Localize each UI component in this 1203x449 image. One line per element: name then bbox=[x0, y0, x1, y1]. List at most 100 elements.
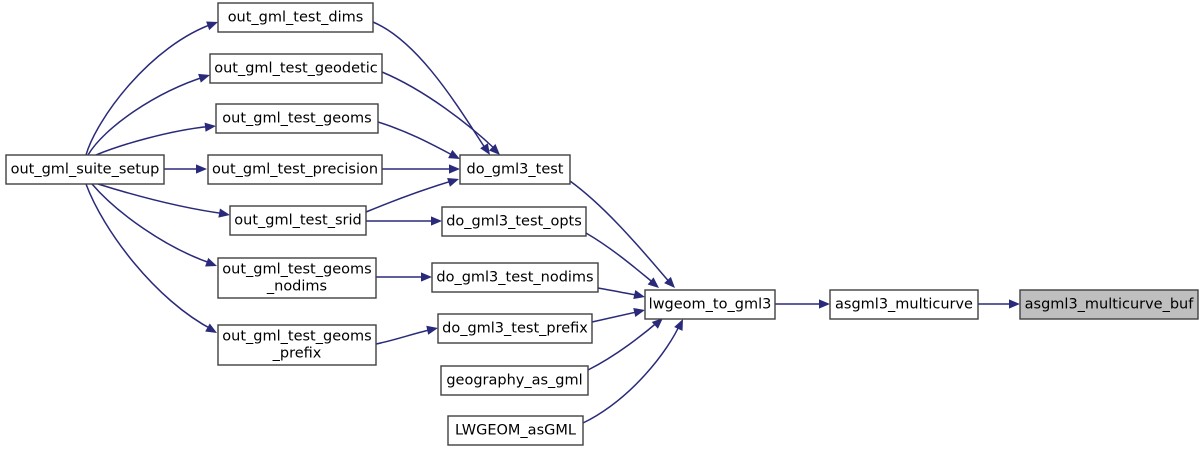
node-box[interactable] bbox=[440, 365, 589, 396]
node-label: lwgeom_to_gml3 bbox=[649, 297, 772, 313]
arrow-head-icon bbox=[421, 272, 432, 282]
node-label: out_gml_test_precision bbox=[212, 162, 378, 178]
graph-node-lwgeom_to_gml3[interactable]: lwgeom_to_gml3 bbox=[644, 289, 776, 320]
graph-node-out_gml_test_dims[interactable]: out_gml_test_dims bbox=[217, 2, 374, 33]
arrow-head-icon bbox=[205, 323, 217, 333]
node-label: asgml3_multicurve bbox=[835, 297, 973, 313]
arrow-head-icon bbox=[480, 143, 490, 155]
call-edge bbox=[381, 71, 500, 155]
graph-node-out_gml_test_geoms_prefix[interactable]: out_gml_test_geoms_prefix bbox=[217, 324, 377, 366]
graph-node-out_gml_suite_setup[interactable]: out_gml_suite_setup bbox=[5, 154, 165, 185]
graph-node-geography_as_gml[interactable]: geography_as_gml bbox=[440, 365, 589, 396]
node-box[interactable] bbox=[215, 103, 379, 134]
arrow-head-icon bbox=[488, 143, 500, 155]
edge-line bbox=[95, 125, 214, 156]
node-box[interactable] bbox=[217, 257, 377, 299]
arrow-head-icon bbox=[204, 122, 216, 132]
call-edge bbox=[382, 164, 460, 174]
graph-node-asgml3_multicurve_buf[interactable]: asgml3_multicurve_buf bbox=[1019, 289, 1199, 320]
graph-node-asgml3_multicurve[interactable]: asgml3_multicurve bbox=[829, 289, 979, 320]
graph-node-out_gml_test_geodetic[interactable]: out_gml_test_geodetic bbox=[209, 53, 383, 84]
arrow-head-icon bbox=[447, 178, 459, 187]
node-layer: out_gml_test_dims out_gml_test_geodeticou… bbox=[5, 2, 1199, 446]
edge-line bbox=[87, 75, 208, 156]
edge-line bbox=[372, 21, 488, 152]
call-edge bbox=[366, 216, 442, 226]
graph-node-do_gml3_test_nodims[interactable]: do_gml3_test_nodims bbox=[431, 262, 599, 293]
call-edge bbox=[85, 183, 217, 333]
node-box[interactable] bbox=[229, 205, 367, 236]
edge-line bbox=[377, 121, 457, 158]
node-label: out_gml_test_srid bbox=[234, 213, 361, 229]
call-edge bbox=[585, 232, 659, 288]
node-box[interactable] bbox=[447, 415, 584, 446]
call-edge bbox=[365, 178, 459, 213]
node-label: geography_as_gml bbox=[446, 373, 582, 389]
graph-node-out_gml_test_geoms[interactable]: out_gml_test_geoms bbox=[215, 103, 379, 134]
graph-node-do_gml3_test_opts[interactable]: do_gml3_test_opts bbox=[441, 206, 587, 237]
call-edge bbox=[85, 21, 218, 156]
edge-line bbox=[591, 310, 642, 323]
arrow-head-icon bbox=[633, 307, 645, 317]
node-label: out_gml_test_geoms bbox=[222, 262, 371, 278]
node-box[interactable] bbox=[459, 154, 571, 185]
node-box[interactable] bbox=[209, 53, 383, 84]
edge-line bbox=[97, 183, 227, 215]
arrow-head-icon bbox=[449, 164, 460, 174]
node-label: out_gml_test_dims bbox=[228, 10, 364, 26]
node-box[interactable] bbox=[431, 262, 599, 293]
graph-node-out_gml_test_srid[interactable]: out_gml_test_srid bbox=[229, 205, 367, 236]
node-label: do_gml3_test_nodims bbox=[436, 270, 593, 286]
node-label: do_gml3_test bbox=[466, 162, 563, 178]
arrow-head-icon bbox=[633, 290, 645, 300]
arrow-head-icon bbox=[647, 277, 659, 288]
node-box[interactable] bbox=[441, 206, 587, 237]
node-label: out_gml_test_geoms bbox=[222, 329, 371, 345]
graph-node-do_gml3_test_prefix[interactable]: do_gml3_test_prefix bbox=[437, 313, 593, 344]
graph-node-out_gml_test_geoms_nodims[interactable]: out_gml_test_geoms_nodims bbox=[217, 257, 377, 299]
node-box[interactable] bbox=[829, 289, 979, 320]
graph-node-do_gml3_test[interactable]: do_gml3_test bbox=[459, 154, 571, 185]
call-edge bbox=[372, 21, 490, 155]
edge-line bbox=[365, 179, 456, 213]
node-box[interactable] bbox=[217, 2, 374, 33]
arrow-head-icon bbox=[218, 208, 230, 218]
edge-line bbox=[91, 183, 214, 265]
call-edge bbox=[582, 319, 683, 424]
edge-line bbox=[569, 180, 673, 286]
call-edge bbox=[569, 180, 675, 288]
arrow-head-icon bbox=[1009, 299, 1020, 309]
edge-layer bbox=[85, 21, 1020, 424]
edge-line bbox=[582, 321, 682, 424]
edge-line bbox=[381, 71, 498, 152]
call-edge bbox=[97, 183, 230, 218]
node-label: out_gml_suite_setup bbox=[11, 162, 160, 178]
edge-line bbox=[85, 22, 216, 156]
arrow-head-icon bbox=[206, 21, 218, 31]
graph-node-LWGEOM_asGML[interactable]: LWGEOM_asGML bbox=[447, 415, 584, 446]
node-box[interactable] bbox=[644, 289, 776, 320]
arrow-head-icon bbox=[674, 319, 683, 331]
edge-line bbox=[375, 328, 435, 345]
node-box[interactable] bbox=[1019, 289, 1199, 320]
node-label: asgml3_multicurve_buf bbox=[1025, 297, 1195, 313]
node-box[interactable] bbox=[207, 154, 383, 185]
call-edge bbox=[978, 299, 1020, 309]
node-label: _nodims bbox=[266, 279, 327, 295]
call-edge bbox=[376, 272, 432, 282]
node-box[interactable] bbox=[217, 324, 377, 366]
node-label: do_gml3_test_opts bbox=[446, 214, 582, 230]
call-edge bbox=[597, 287, 645, 300]
arrow-head-icon bbox=[426, 325, 438, 335]
node-label: out_gml_test_geoms bbox=[222, 111, 371, 127]
node-label: _prefix bbox=[272, 346, 322, 362]
edge-line bbox=[85, 183, 214, 331]
graph-node-out_gml_test_precision[interactable]: out_gml_test_precision bbox=[207, 154, 383, 185]
node-box[interactable] bbox=[437, 313, 593, 344]
arrow-head-icon bbox=[651, 318, 663, 329]
call-edge bbox=[164, 164, 207, 174]
node-box[interactable] bbox=[5, 154, 165, 185]
arrow-head-icon bbox=[205, 257, 217, 267]
